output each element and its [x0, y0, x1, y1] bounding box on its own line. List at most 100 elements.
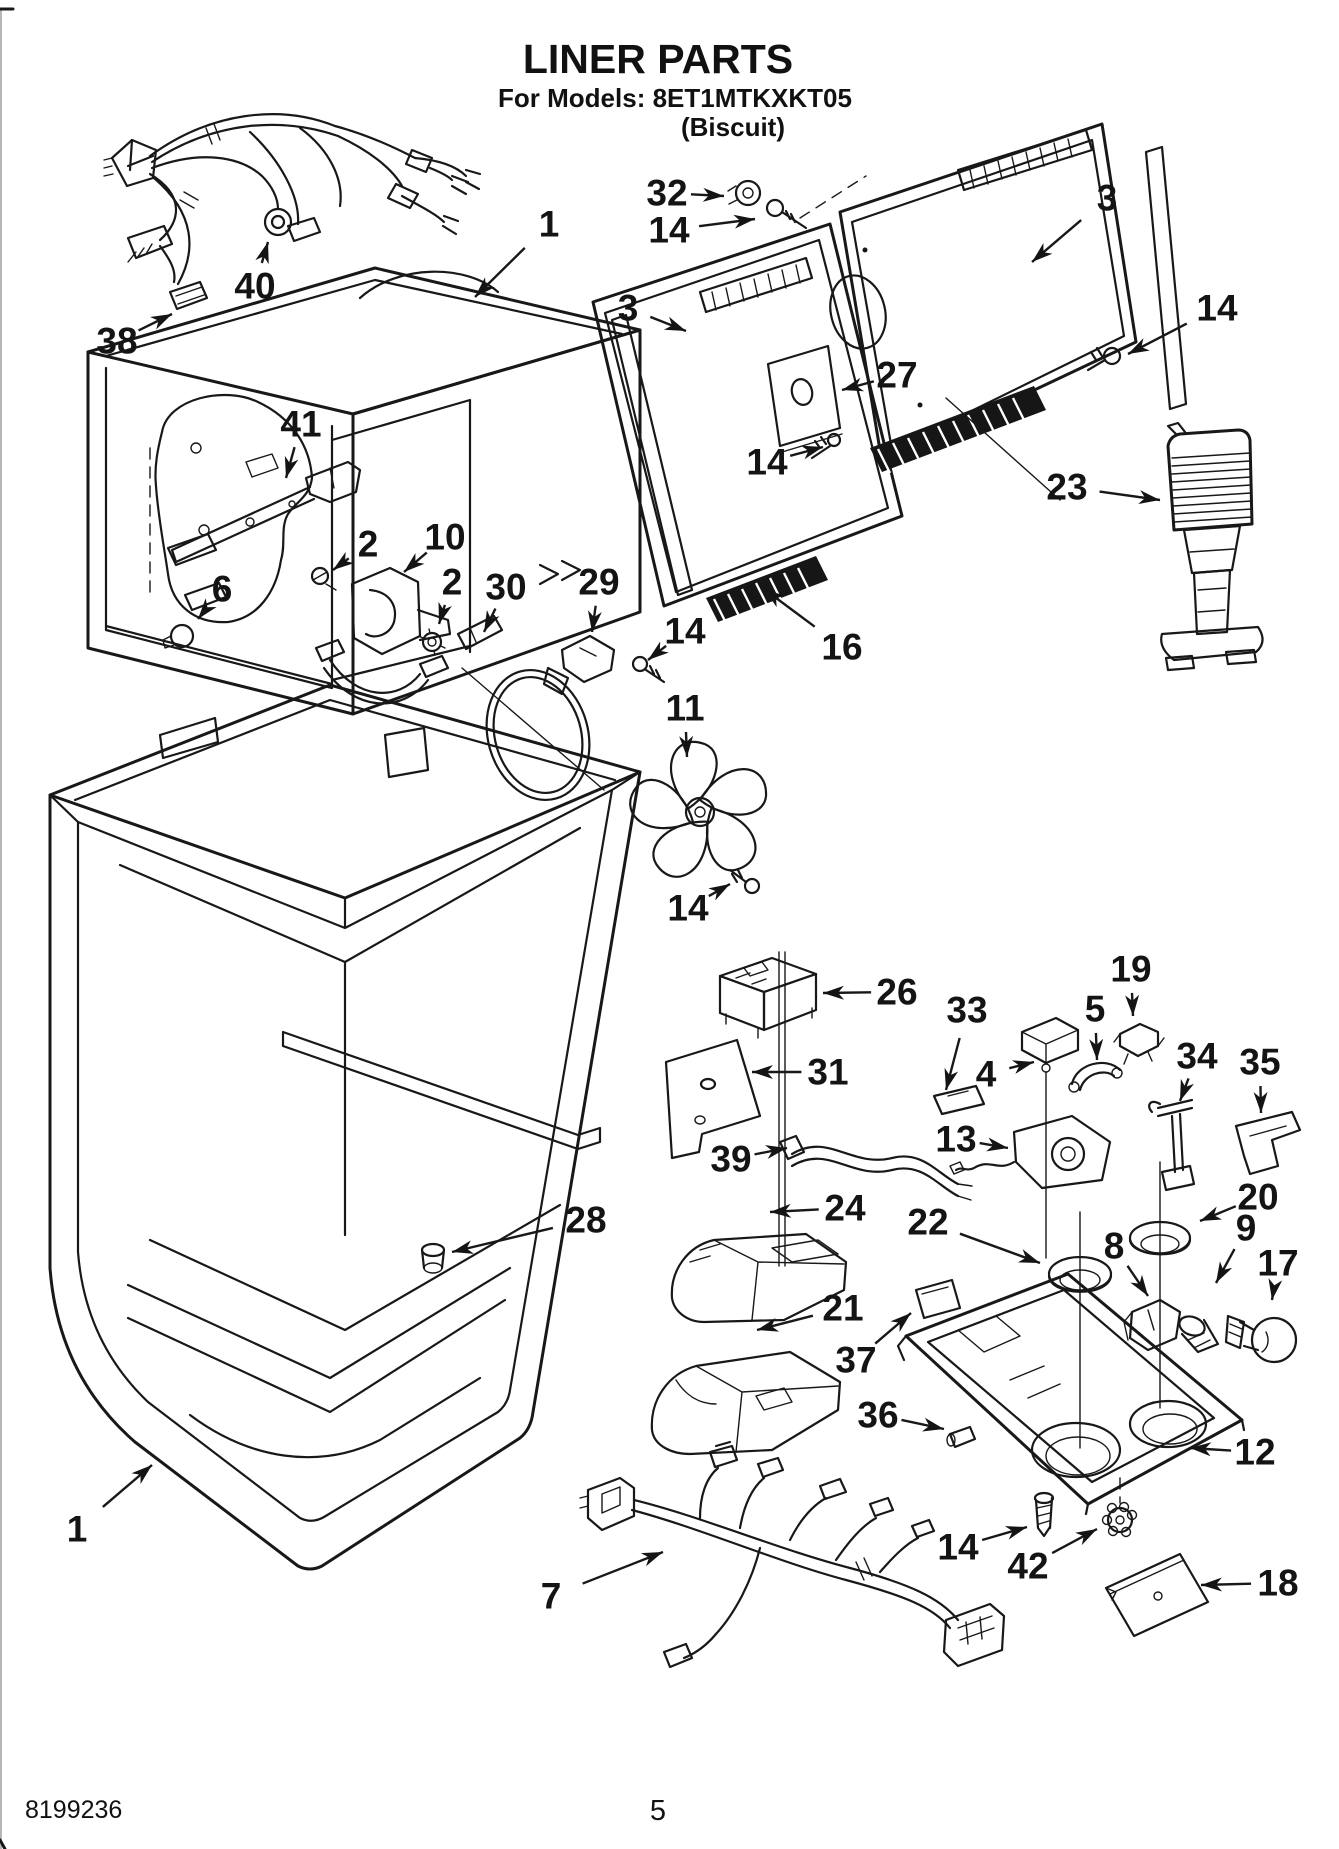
- callout-number: 38: [96, 321, 137, 362]
- callout-31: 31: [752, 1052, 849, 1093]
- callout-number: 4: [976, 1054, 997, 1095]
- callout-14: 14: [667, 882, 731, 929]
- callout-number: 7: [541, 1576, 562, 1617]
- callout-number: 14: [667, 888, 709, 929]
- callout-leader-arrow: [959, 1232, 1041, 1265]
- callout-number: 40: [234, 266, 275, 307]
- callout-23: 23: [1046, 467, 1161, 508]
- callout-leader-arrow: [981, 1525, 1028, 1542]
- callout-4: 4: [976, 1054, 1035, 1095]
- callout-leader-arrow: [587, 605, 602, 633]
- freezer-liner-art: [86, 266, 642, 760]
- callout-leader-arrow: [756, 1314, 814, 1332]
- top-wire-harness-art: [103, 113, 482, 311]
- callout-leader-arrow: [332, 551, 355, 571]
- callout-14: 14: [746, 442, 824, 483]
- thermostat-cluster-art: [310, 559, 616, 705]
- document-number: 8199236: [25, 1796, 122, 1824]
- callout-number: 18: [1257, 1563, 1298, 1604]
- callout-number: 34: [1176, 1036, 1218, 1077]
- callout-leader-arrow: [582, 1550, 664, 1585]
- callout-number: 39: [710, 1139, 751, 1180]
- refrigerator-liner-art: [48, 683, 642, 1571]
- callout-12: 12: [1189, 1432, 1276, 1473]
- callout-leader-arrow: [1214, 1248, 1236, 1284]
- callout-40: 40: [234, 241, 276, 307]
- callout-number: 5: [1085, 989, 1106, 1030]
- callout-29: 29: [578, 562, 620, 633]
- callout-32: 32: [646, 173, 725, 214]
- callout-14: 14: [937, 1525, 1028, 1568]
- callout-42: 42: [1007, 1527, 1098, 1587]
- air-ducts-art: [650, 1232, 848, 1456]
- callout-number: 19: [1110, 949, 1151, 990]
- callout-number: 14: [1196, 288, 1238, 329]
- callout-leader-arrow: [1099, 490, 1161, 505]
- callout-number: 33: [946, 990, 987, 1031]
- callout-leader-arrow: [754, 1145, 788, 1159]
- callout-number: 2: [442, 562, 463, 603]
- callout-30: 30: [482, 567, 527, 633]
- callout-3: 3: [618, 288, 687, 333]
- callout-number: 9: [1236, 1208, 1257, 1249]
- callout-36: 36: [857, 1395, 945, 1436]
- callout-leader-arrow: [1126, 1265, 1149, 1297]
- callout-number: 41: [280, 404, 321, 445]
- callout-1: 1: [474, 204, 559, 298]
- callout-leader-arrow: [1189, 1442, 1232, 1457]
- callout-7: 7: [541, 1550, 664, 1617]
- callout-number: 14: [937, 1527, 979, 1568]
- callout-17: 17: [1257, 1243, 1299, 1301]
- callout-5: 5: [1085, 989, 1106, 1061]
- callout-34: 34: [1176, 1036, 1218, 1102]
- title-block: LINER PARTS For Models: 8ET1MTKXKT05 (Bi…: [498, 36, 852, 142]
- callout-leader-arrow: [1200, 1577, 1252, 1592]
- callout-8: 8: [1104, 1226, 1149, 1297]
- callout-leader-arrow: [647, 641, 669, 661]
- callout-39: 39: [710, 1139, 788, 1180]
- callout-number: 22: [907, 1202, 948, 1243]
- callout-number: 31: [807, 1052, 848, 1093]
- callout-number: 30: [485, 567, 526, 608]
- callout-number: 6: [212, 569, 233, 610]
- callout-26: 26: [822, 972, 918, 1013]
- callout-leader-arrow: [474, 247, 526, 298]
- callout-leader-arrow: [255, 241, 270, 265]
- callout-27: 27: [841, 355, 918, 396]
- callout-leader-arrow: [1199, 1205, 1237, 1223]
- callout-leader-arrow: [1051, 1527, 1098, 1555]
- air-damper-art: [1160, 421, 1264, 672]
- callout-number: 14: [648, 210, 690, 251]
- callout-number: 35: [1239, 1042, 1280, 1083]
- callout-leader-arrow: [1031, 219, 1082, 263]
- callout-11: 11: [665, 688, 705, 758]
- page-title: LINER PARTS: [523, 36, 793, 82]
- callout-leader-arrow: [874, 1312, 912, 1345]
- callout-leader-arrow: [649, 315, 687, 333]
- callout-number: 10: [424, 517, 465, 558]
- callout-20: 20: [1199, 1177, 1279, 1223]
- callout-10: 10: [403, 517, 466, 573]
- callout-number: 17: [1257, 1243, 1298, 1284]
- callout-leader-arrow: [1268, 1278, 1283, 1301]
- callout-leader-arrow: [769, 1203, 819, 1218]
- page-number: 5: [650, 1795, 666, 1827]
- callout-number: 13: [935, 1119, 976, 1160]
- callout-number: 27: [876, 355, 917, 396]
- models-line: For Models: 8ET1MTKXKT05: [498, 83, 852, 113]
- callout-leader-arrow: [1008, 1060, 1035, 1074]
- callout-leader-arrow: [403, 551, 428, 573]
- callout-leader-arrow: [102, 1464, 153, 1508]
- callout-leader-arrow: [197, 598, 217, 620]
- callout-leader-arrow: [1089, 1032, 1104, 1061]
- callout-35: 35: [1239, 1042, 1281, 1114]
- callout-leader-arrow: [1127, 322, 1188, 356]
- light-console-art: [896, 1161, 1298, 1638]
- callout-leader-arrow: [979, 1137, 1009, 1152]
- callout-number: 11: [665, 688, 704, 729]
- callout-16: 16: [763, 588, 863, 668]
- callout-14: 14: [648, 210, 756, 251]
- callout-number: 29: [578, 562, 619, 603]
